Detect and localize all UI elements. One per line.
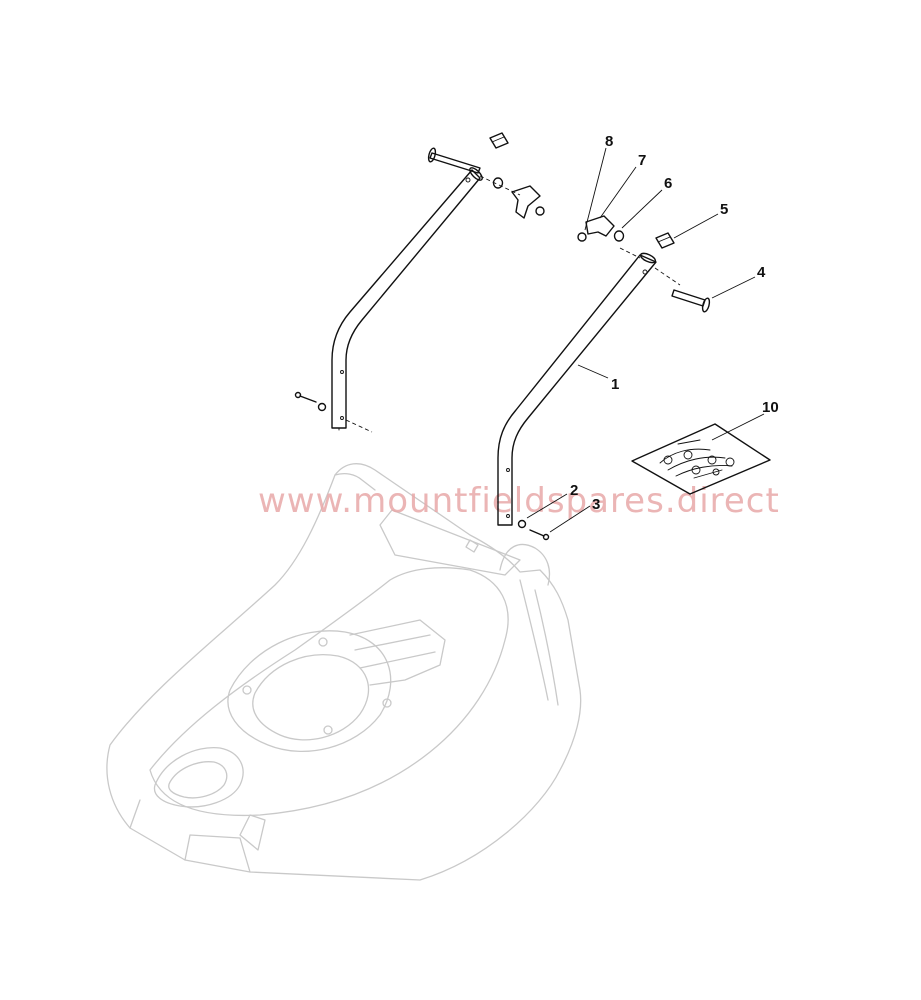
callout-6: 6: [664, 175, 672, 192]
left-handle-tube: [331, 169, 481, 429]
left-screw: [294, 391, 317, 403]
callout-7: 7: [638, 152, 646, 169]
left-nut-small: [535, 206, 545, 216]
leader-5: [673, 213, 719, 239]
bolt-4: [671, 289, 711, 313]
leader-7: [599, 166, 637, 219]
leader-8: [584, 147, 607, 231]
right-handle-assembly: [497, 215, 711, 541]
leader-10: [711, 413, 765, 441]
leader-1: [577, 364, 609, 379]
mower-deck: [106, 463, 582, 881]
knob-7: [585, 215, 615, 237]
nut-8: [577, 232, 587, 242]
callout-5: 5: [720, 201, 728, 218]
callout-leaders: [526, 147, 765, 533]
leader-2: [526, 493, 568, 519]
callout-1: 1: [611, 376, 619, 393]
leader-4: [711, 276, 756, 299]
callout-8: 8: [605, 133, 613, 150]
hardware-bag: [631, 423, 771, 495]
right-handle-tube: [497, 254, 657, 526]
leader-6: [621, 189, 663, 229]
callout-numbers: 1 2 3 4 5 6 7 8 10: [570, 133, 779, 513]
washer-6: [613, 230, 625, 242]
leader-3: [549, 505, 591, 533]
screw-3: [529, 529, 550, 541]
washer-2: [517, 519, 527, 529]
callout-2: 2: [570, 482, 578, 499]
callout-10: 10: [762, 399, 779, 416]
nut-5: [655, 232, 675, 249]
left-bolt: [427, 147, 481, 174]
left-knob: [511, 185, 541, 219]
callout-3: 3: [592, 496, 600, 513]
left-nut-top: [489, 132, 509, 149]
left-handle-assembly: [294, 132, 545, 433]
watermark: www.mountfieldspares.direct: [258, 481, 780, 521]
left-lower-washer: [317, 402, 327, 412]
callout-4: 4: [757, 264, 766, 281]
left-washer: [492, 177, 504, 189]
